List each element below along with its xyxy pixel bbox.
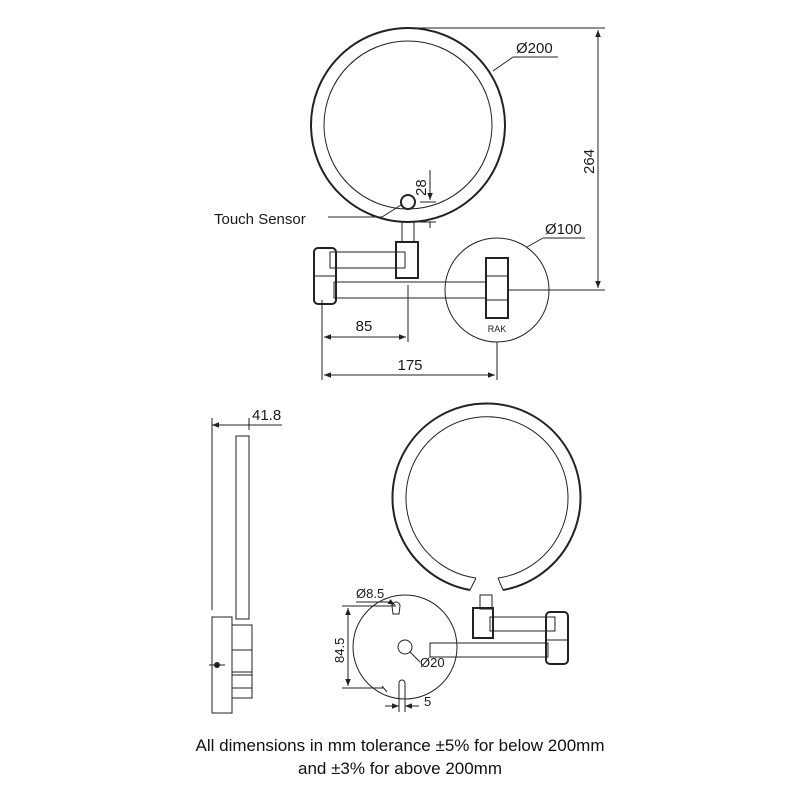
- center-hole: [397, 639, 413, 655]
- mirror-inner-ring: [323, 40, 493, 210]
- wall-mount-block: [485, 257, 509, 319]
- caption: All dimensions in mm tolerance ±5% for b…: [0, 734, 800, 780]
- touch-sensor-label: Touch Sensor: [214, 211, 306, 228]
- mirror-outer-ring: [310, 27, 506, 223]
- front-view: RAK Ø200 264 28 Touch Sensor Ø100 85: [214, 27, 605, 380]
- dim-arm-85: 85: [356, 318, 373, 335]
- dim-center-diameter: Ø20: [420, 655, 445, 670]
- rear-upper-arm: [489, 616, 556, 632]
- arm-side-lower: [231, 671, 253, 699]
- brand-logo: RAK: [488, 324, 507, 334]
- upper-arm: [329, 251, 406, 269]
- neck-connector: [401, 221, 415, 243]
- slot-bottom: [398, 679, 406, 699]
- rear-mirror-ring: [391, 402, 582, 591]
- dim-mirror-diameter: Ø200: [516, 40, 553, 57]
- rear-knuckle: [545, 611, 569, 665]
- rear-hinge-block: [472, 607, 494, 639]
- rear-neck: [479, 594, 493, 610]
- caption-line-2: and ±3% for above 200mm: [298, 759, 502, 778]
- rear-lower-arm: [429, 642, 549, 658]
- dim-total-height: 264: [581, 149, 598, 174]
- dim-depth: 41.8: [252, 407, 281, 424]
- rear-view: Ø8.5 84.5 Ø20 5: [332, 402, 582, 712]
- dim-arm-175: 175: [397, 357, 422, 374]
- dim-sensor-offset: 28: [413, 179, 430, 196]
- side-view: 41.8: [209, 407, 282, 714]
- caption-line-1: All dimensions in mm tolerance ±5% for b…: [195, 736, 605, 755]
- dim-base-diameter: Ø100: [545, 221, 582, 238]
- dim-hole-diameter: Ø8.5: [356, 586, 384, 601]
- dim-slot-width: 5: [424, 694, 431, 709]
- touch-sensor-button: [400, 194, 416, 210]
- mirror-side-profile: [235, 435, 250, 620]
- lower-arm: [333, 281, 487, 299]
- dim-hole-spacing: 84.5: [332, 638, 347, 663]
- hinge-block: [395, 241, 419, 279]
